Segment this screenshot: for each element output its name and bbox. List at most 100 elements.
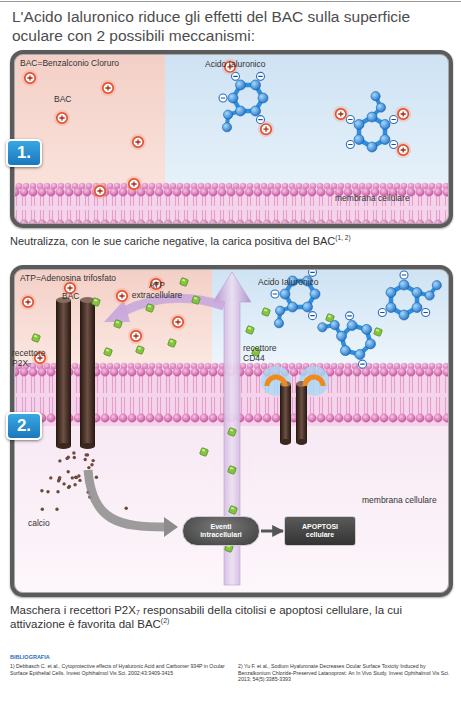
lipid-tail	[40, 210, 41, 220]
lipid-tail	[238, 196, 239, 206]
lipid-tail	[133, 397, 134, 414]
lipid-tail	[313, 397, 314, 414]
lipid-tail	[337, 376, 338, 393]
lipid-tail	[97, 397, 98, 414]
lipid-tail	[295, 397, 296, 414]
panel-label: ATP=Adenosina trifosfato	[20, 273, 170, 283]
lipid-tail	[403, 397, 404, 414]
lipid-tail	[265, 210, 266, 220]
negative-charge	[271, 290, 279, 298]
reference-entry: 2) Yu F. et al., Sodium Hyaluronate Decr…	[238, 663, 453, 683]
panel-art	[13, 268, 450, 594]
lipid-tail	[40, 397, 41, 414]
lipid-head	[407, 368, 416, 377]
hyaluronic-unit	[412, 303, 422, 313]
lipid-tail	[436, 210, 437, 220]
process-label: Eventi intracellulari	[191, 523, 251, 540]
lipid-tail	[304, 210, 305, 220]
lipid-tail	[205, 397, 206, 414]
lipid-tail	[358, 397, 359, 414]
lipid-head	[362, 368, 371, 377]
negative-sign	[221, 97, 225, 98]
atp-highlight	[148, 305, 152, 308]
lipid-tail	[265, 196, 266, 206]
activation-arrow	[122, 298, 224, 312]
bac-glow	[20, 294, 36, 310]
lipid-tail	[106, 196, 107, 206]
lipid-head	[425, 188, 434, 197]
lipid-tail	[205, 196, 206, 206]
positive-sign	[135, 333, 136, 338]
hyaluronic-unit	[432, 281, 441, 290]
lipid-tail	[112, 397, 113, 414]
bac-glow	[114, 288, 130, 304]
lipid-tail	[31, 376, 32, 393]
atp-highlight	[138, 347, 142, 350]
lipid-tail	[412, 196, 413, 206]
lipid-tail	[97, 376, 98, 393]
lipid-tail	[436, 196, 437, 206]
lipid-tail	[214, 397, 215, 414]
calcium-ion	[90, 463, 93, 466]
lipid-head	[335, 368, 344, 377]
bac-glow	[92, 183, 108, 199]
lipid-tail	[439, 376, 440, 393]
lipid-tail	[349, 397, 350, 414]
lipid-tail	[223, 210, 224, 220]
negative-charge	[346, 312, 354, 320]
lipid-head	[182, 368, 191, 377]
bac-molecule	[398, 109, 408, 119]
lipid-head	[200, 414, 209, 423]
atp-highlight	[106, 349, 110, 352]
lipid-tail	[274, 210, 275, 220]
lipid-tail	[121, 376, 122, 393]
lipid-tail	[148, 210, 149, 220]
atp-cube	[374, 328, 383, 337]
lipid-head	[119, 414, 128, 423]
lipid-tail	[151, 397, 152, 414]
lipid-tail	[340, 397, 341, 414]
lipid-head	[209, 414, 218, 423]
lipid-tail	[76, 210, 77, 220]
signal-arrow-head	[164, 517, 178, 537]
lipid-tail	[160, 196, 161, 206]
lipid-tail	[142, 397, 143, 414]
lipid-tail	[439, 196, 440, 206]
hyaluronic-unit	[251, 80, 261, 90]
lipid-tail	[130, 397, 131, 414]
negative-sign	[310, 272, 314, 273]
lipid-tail	[106, 397, 107, 414]
positive-sign	[121, 293, 122, 298]
lipid-head	[146, 368, 155, 377]
lipid-tail	[67, 210, 68, 220]
lipid-tail	[319, 196, 320, 206]
lipid-tail	[211, 397, 212, 414]
lipid-head	[38, 368, 47, 377]
lipid-tail	[169, 210, 170, 220]
receptor-base	[296, 439, 307, 445]
lipid-head	[380, 368, 389, 377]
lipid-tail	[274, 196, 275, 206]
lipid-tail	[139, 397, 140, 414]
hyaluronic-unit	[399, 310, 409, 320]
lipid-tail	[421, 196, 422, 206]
lipid-tail	[304, 196, 305, 206]
lipid-head	[200, 368, 209, 377]
lipid-tail	[193, 376, 194, 393]
atp-highlight	[264, 309, 268, 312]
lipid-tail	[175, 397, 176, 414]
lipid-tail	[448, 397, 449, 414]
lipid-head	[254, 188, 263, 197]
lipid-tail	[400, 210, 401, 220]
lipid-tail	[115, 376, 116, 393]
positive-sign	[340, 111, 341, 116]
lipid-tail	[247, 397, 248, 414]
lipid-head	[353, 414, 362, 423]
bac-molecule	[398, 145, 408, 155]
lipid-tail	[430, 210, 431, 220]
lipid-head	[443, 368, 450, 377]
lipid-tail	[292, 376, 293, 393]
panel-label: Acido Ialuronico	[258, 277, 358, 287]
lipid-tail	[247, 376, 248, 393]
